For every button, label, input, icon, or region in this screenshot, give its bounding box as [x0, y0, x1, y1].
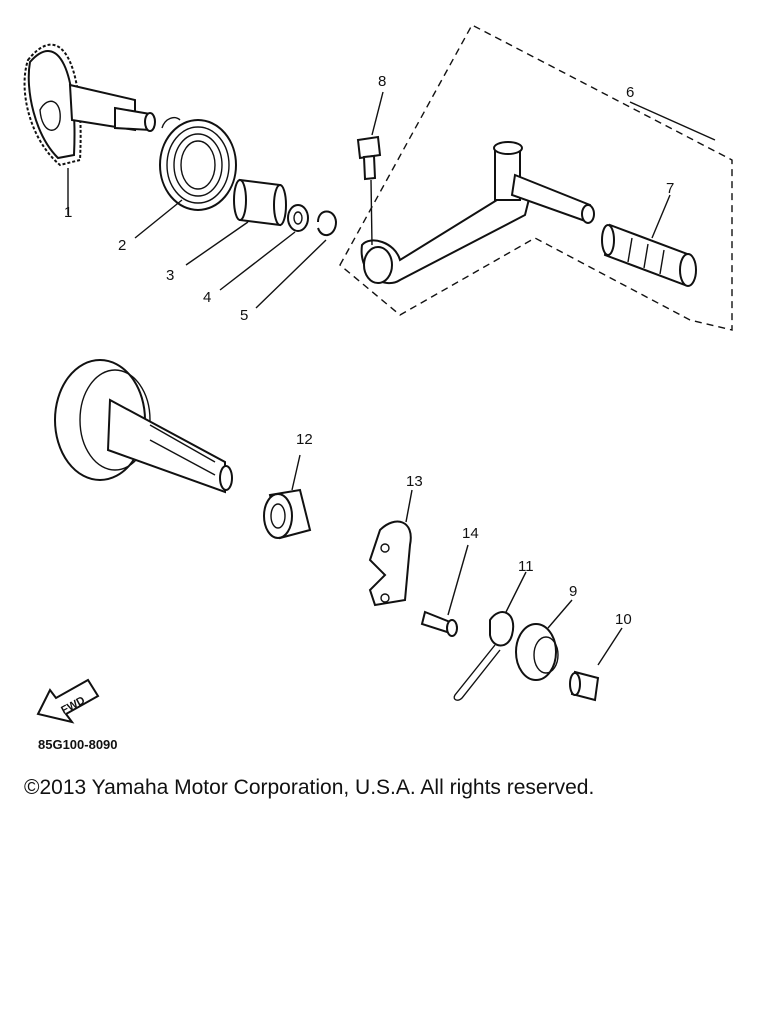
collar-part [185, 178, 287, 266]
callout-8: 8 [378, 73, 386, 90]
callout-7: 7 [666, 180, 674, 197]
callout-9: 9 [569, 583, 577, 600]
parts-diagram: 1 2 3 4 5 6 7 8 9 10 11 12 13 14 FWD [23, 24, 733, 724]
bushing-part [263, 454, 312, 540]
callout-11: 11 [518, 558, 534, 575]
fwd-arrow-icon: FWD [36, 678, 100, 724]
small-collar-part [569, 627, 623, 702]
grip-part [601, 194, 697, 287]
callout-4: 4 [203, 289, 211, 306]
callout-14: 14 [462, 525, 479, 542]
kick-crank-assembly-part [339, 24, 733, 331]
callout-2: 2 [118, 237, 126, 254]
callout-5: 5 [240, 307, 248, 324]
kick-gear-part [23, 43, 156, 215]
diagram-code: 85G100-8090 [38, 737, 118, 752]
screw-part [420, 544, 469, 637]
callout-12: 12 [296, 431, 313, 448]
guide-plate-part [368, 489, 413, 607]
callout-3: 3 [166, 267, 174, 284]
bolt-part [356, 91, 384, 246]
callout-10: 10 [615, 611, 632, 628]
pinion-gear-part [515, 599, 573, 681]
callout-13: 13 [406, 473, 423, 490]
circlip-part [255, 210, 338, 309]
spring-clip-part [453, 571, 527, 701]
copyright-text: ©2013 Yamaha Motor Corporation, U.S.A. A… [24, 776, 595, 799]
washer-part [219, 204, 309, 291]
kick-axle-part [54, 359, 233, 494]
callout-6: 6 [626, 84, 634, 101]
spring-part [134, 116, 237, 239]
callout-1: 1 [64, 204, 72, 221]
